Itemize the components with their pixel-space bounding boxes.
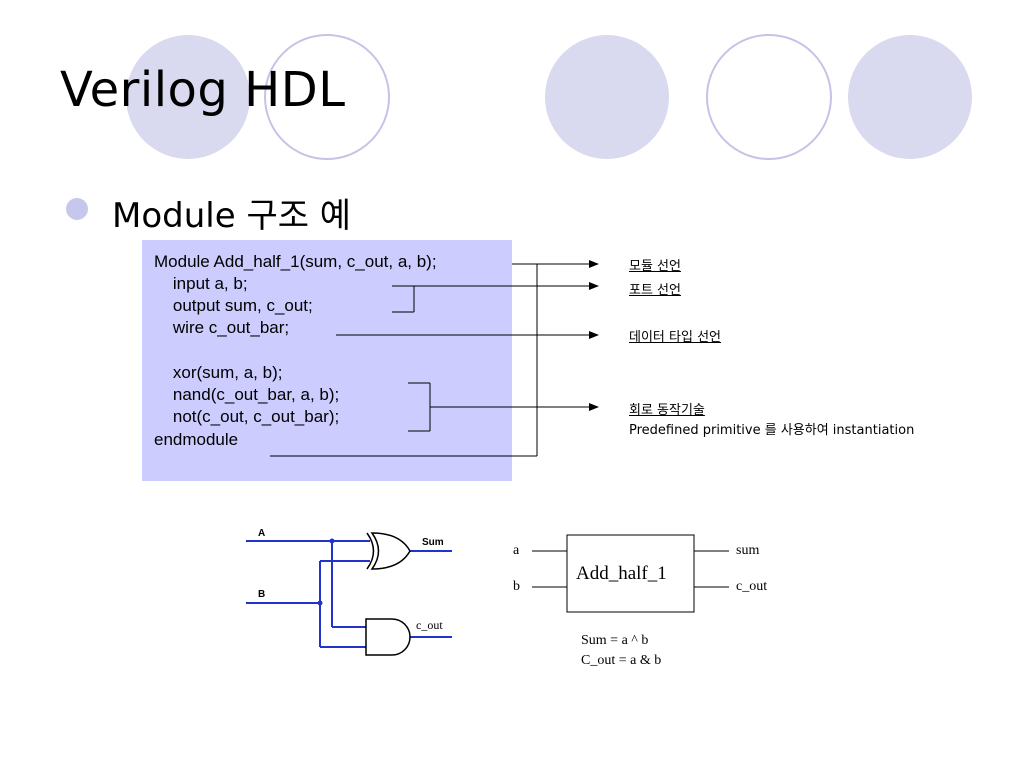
bullet-text: Module 구조 예: [112, 196, 352, 236]
bullet-dot: [66, 198, 88, 220]
deco-circle-outline-2: [706, 34, 832, 160]
note-data-type-decl: 데이터 타입 선언: [629, 330, 721, 345]
and-gate: [365, 618, 411, 656]
label-input-a: A: [258, 528, 266, 539]
equation-sum: Sum = a ^ b: [581, 633, 649, 648]
code-box: Module Add_half_1(sum, c_out, a, b); inp…: [142, 240, 512, 481]
code-line-module: Module Add_half_1(sum, c_out, a, b);: [154, 252, 437, 271]
label-output-sum: Sum: [422, 537, 444, 548]
xor-gate: [366, 532, 411, 570]
code-line-nand: nand(c_out_bar, a, b);: [154, 385, 340, 404]
block-pin-b-label: b: [513, 579, 520, 594]
code-line-output: output sum, c_out;: [154, 296, 313, 315]
code-line-not: not(c_out, c_out_bar);: [154, 407, 340, 426]
label-input-b: B: [258, 589, 266, 600]
code-line-input: input a, b;: [154, 274, 248, 293]
note-circuit-desc: 회로 동작기술: [629, 403, 705, 418]
block-pin-cout-label: c_out: [736, 579, 768, 594]
deco-circle-filled-3: [848, 35, 972, 159]
deco-circle-outline-1: [264, 34, 390, 160]
deco-circle-filled-2: [545, 35, 669, 159]
slide-title: Verilog HDL: [60, 62, 346, 118]
code-line-wire: wire c_out_bar;: [154, 318, 290, 337]
note-module-decl: 모듈 선언: [629, 259, 681, 274]
deco-circle-filled-1: [126, 35, 250, 159]
junction-a: [329, 538, 335, 544]
block-name: Add_half_1: [576, 563, 667, 584]
label-output-cout: c_out: [416, 618, 443, 632]
equation-cout: C_out = a & b: [581, 653, 662, 668]
block-pin-a-label: a: [513, 543, 520, 558]
block-pin-sum-label: sum: [736, 543, 760, 558]
note-port-decl: 포트 선언: [629, 283, 681, 298]
note-primitive: Predefined primitive 를 사용하여 instantiatio…: [629, 423, 915, 438]
junction-b: [317, 600, 323, 606]
code-line-xor: xor(sum, a, b);: [154, 363, 283, 382]
block-box: [566, 534, 695, 613]
code-line-endmodule: endmodule: [154, 430, 239, 449]
